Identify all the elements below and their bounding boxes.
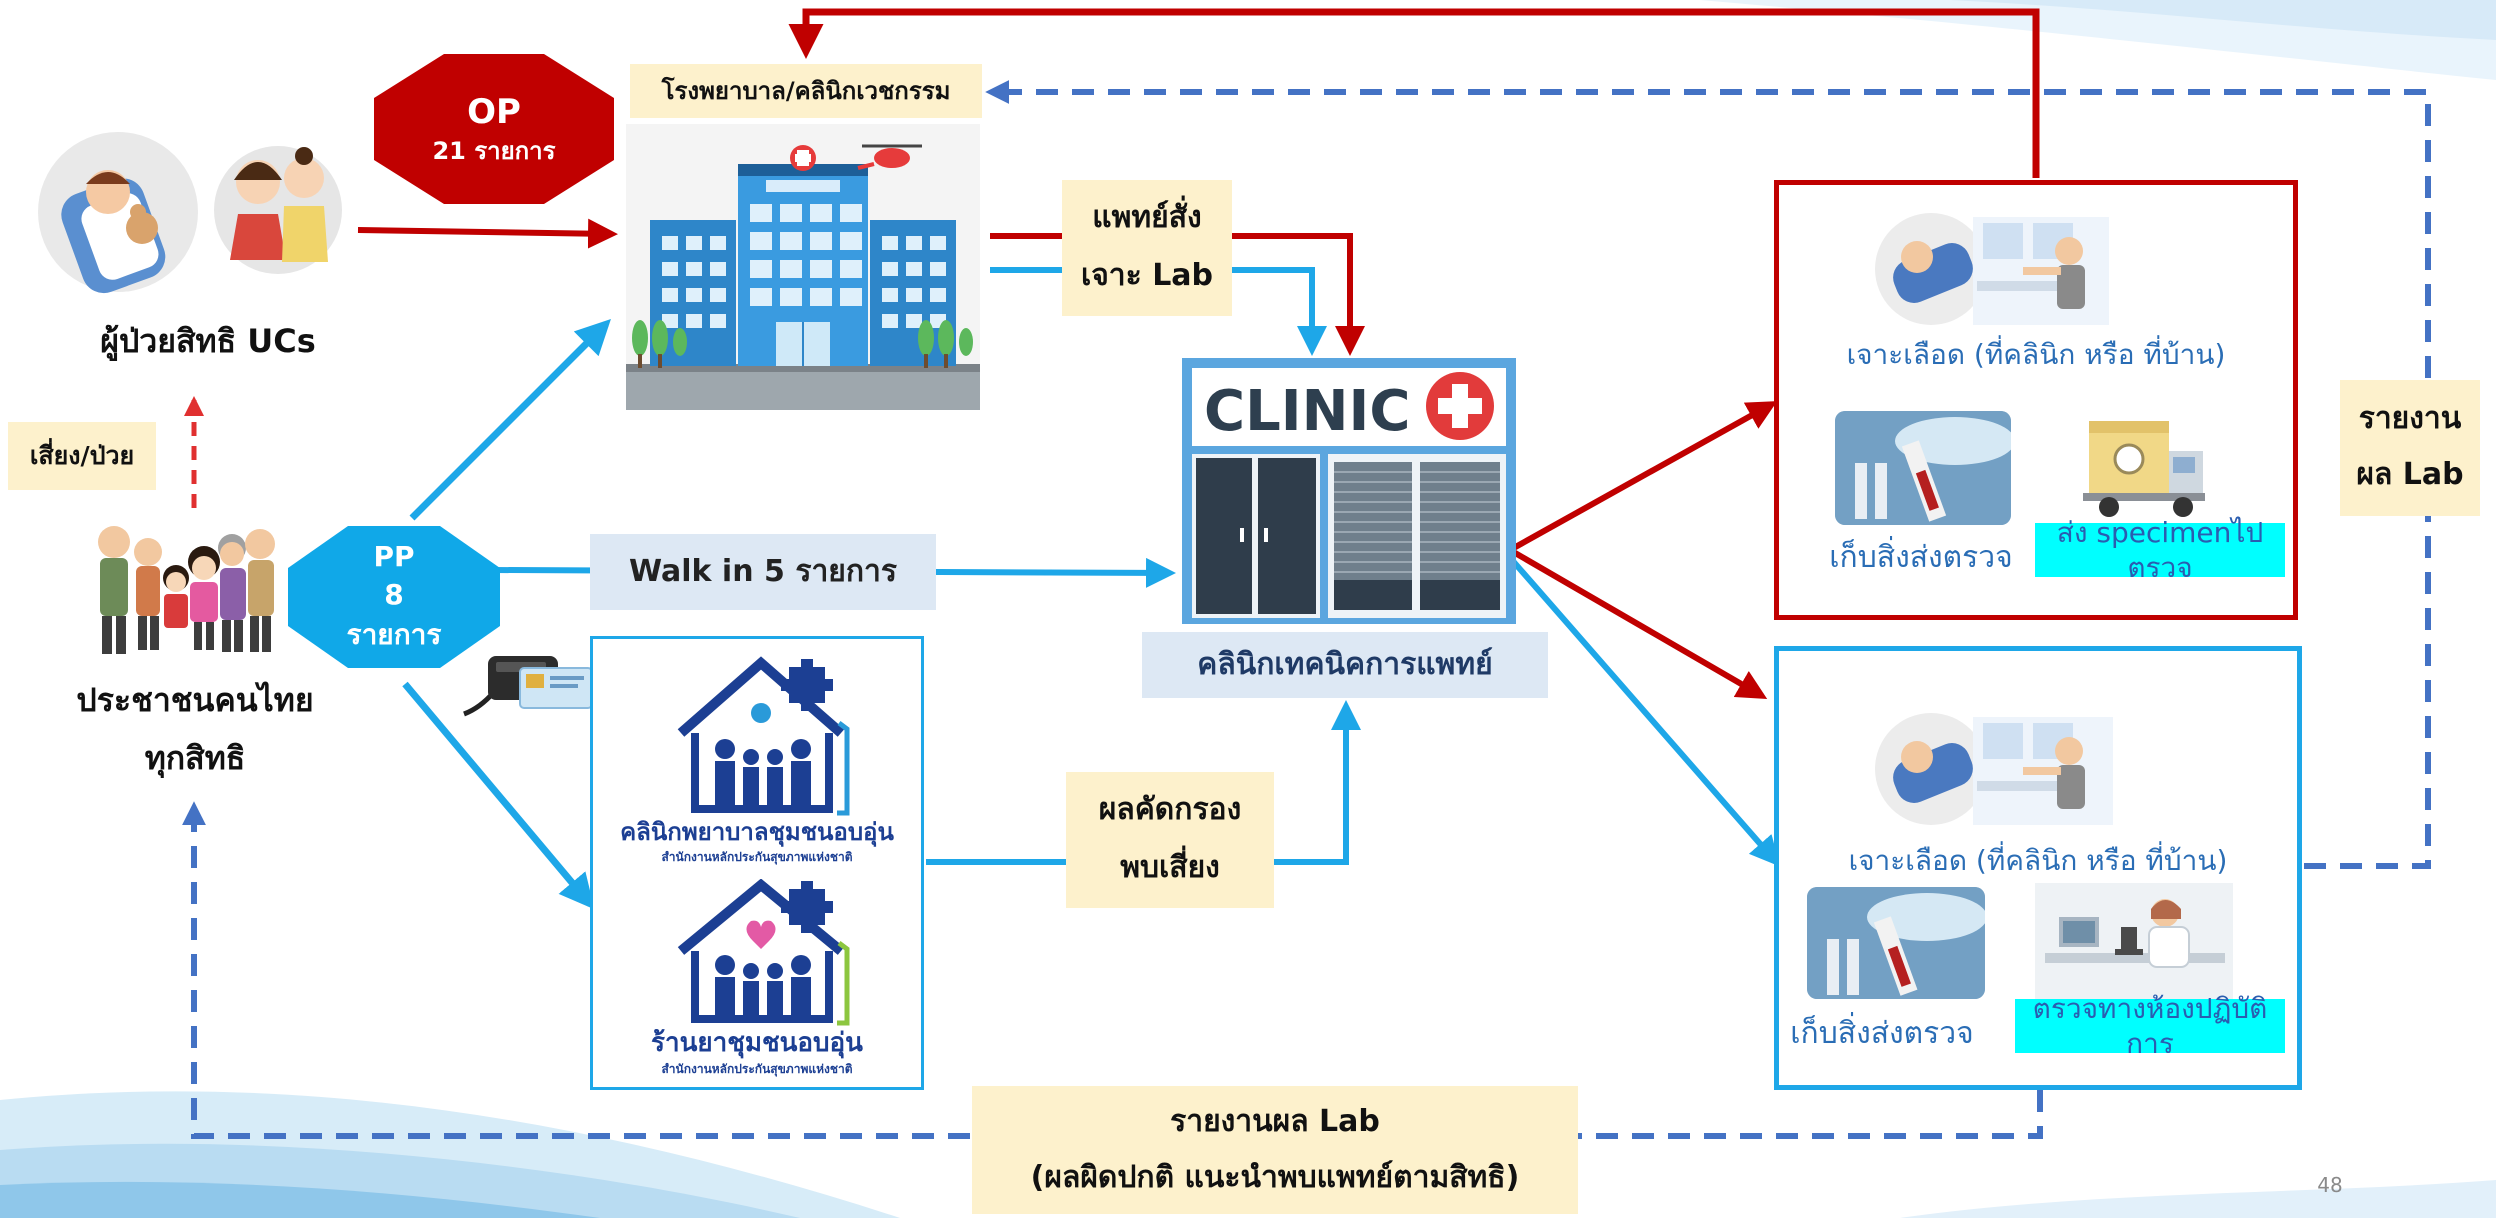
warm-clinic-org: สำนักงานหลักประกันสุขภาพแห่งชาติ: [661, 849, 853, 864]
report-bottom-line2: (ผลผิดปกติ แนะนำพบแพทย์ตามสิทธิ): [1030, 1160, 1520, 1196]
report-right-line2: ผล Lab: [2356, 457, 2464, 493]
thai-people-label-line1: ประชาชนคนไทย: [76, 681, 314, 719]
red-clinic-to-bluebox-arrow: [1508, 547, 1768, 700]
warm-pharmacy-org: สำนักงานหลักประกันสุขภาพแห่งชาติ: [661, 1061, 853, 1076]
report-bottom-line1: รายงานผล Lab: [1170, 1104, 1380, 1140]
clinic-building-icon: CLINIC: [1182, 358, 1516, 624]
warm-clinic-logo-icon: [671, 653, 851, 819]
lab-scientist-icon: [2035, 883, 2233, 1001]
warm-pharmacy-label: ร้านยาชุมชนอบอุ่น: [651, 1027, 863, 1058]
specimen-send-box: เจาะเลือด (ที่คลินิก หรือ ที่บ้าน): [1774, 180, 2298, 620]
cyan-pp-to-hospital-arrow: [409, 319, 611, 521]
family-icon: [92, 512, 278, 660]
pp-badge-subtitle: รายการ: [346, 617, 442, 651]
pp-badge-count: 8: [384, 577, 404, 611]
thai-people-label-line2: ทุกสิทธิ: [144, 739, 246, 777]
op-badge: OP 21 รายการ: [374, 54, 614, 204]
risk-label: เสี่ยง/ป่วย: [8, 422, 156, 490]
blood-draw-icon: [1873, 211, 2113, 329]
medtech-clinic-label: คลินิกเทคนิคการแพทย์: [1142, 632, 1548, 698]
red-box-draw-blood-label: เจาะเลือด (ที่คลินิก หรือ ที่บ้าน): [1846, 337, 2226, 371]
card-reader-icon: [460, 648, 596, 720]
op-badge-subtitle: 21 รายการ: [432, 137, 556, 165]
blue-box-collect-label: เก็บสิ่งส่งตรวจ: [1790, 1016, 1974, 1052]
blue-box-lab-label: ตรวจทางห้องปฏิบัติการ: [2015, 992, 2285, 1060]
report-bottom-box: รายงานผล Lab (ผลผิดปกติ แนะนำพบแพทย์ตามส…: [972, 1086, 1578, 1214]
doctor-order-line1: แพทย์สั่ง: [1092, 200, 1202, 236]
report-right-line1: รายงาน: [2358, 401, 2462, 437]
doctor-order-box: แพทย์สั่ง เจาะ Lab: [1062, 180, 1232, 316]
uc-patients-label: ผู้ป่วยสิทธิ UCs: [100, 322, 316, 360]
red-return-arrow: [788, 8, 2040, 178]
page-number: 48: [2317, 1172, 2343, 1197]
doctor-order-line2: เจาะ Lab: [1080, 258, 1214, 294]
test-tube-icon-2: [1807, 887, 1987, 999]
hospital-building-icon: [626, 124, 980, 410]
cyan-pp-to-warmclinic-arrow: [402, 681, 595, 910]
warm-clinic-label: คลินิกพยาบาลชุมชนอบอุ่น: [620, 818, 894, 846]
screening-result-box: ผลคัดกรอง พบเสี่ยง: [1066, 772, 1274, 908]
test-tube-icon: [1835, 411, 2015, 525]
walk-in-label: Walk in 5 รายการ: [590, 534, 936, 610]
lab-test-box: เจาะเลือด (ที่คลินิก หรือ ที่บ้าน): [1774, 646, 2302, 1090]
warm-pharmacy-logo-icon: [671, 878, 851, 1029]
blood-draw-icon-2: [1873, 711, 2117, 829]
children-icon: [212, 130, 344, 290]
clinic-sign-text: CLINIC: [1204, 379, 1410, 444]
red-clinic-to-redbox-arrow: [1508, 401, 1778, 553]
baby-patient-icon: [30, 130, 206, 294]
pp-badge-title: PP: [373, 539, 415, 573]
hospital-label: โรงพยาบาล/คลินิกเวชกรรม: [630, 64, 982, 118]
blue-box-draw-blood-label: เจาะเลือด (ที่คลินิก หรือ ที่บ้าน): [1848, 843, 2228, 877]
pp-badge: PP 8 รายการ: [288, 526, 500, 668]
cyan-clinic-to-bluebox-arrow: [1509, 558, 1780, 867]
red-box-send-label: ส่ง specimenไปตรวจ: [2035, 516, 2285, 584]
screening-result-line2: พบเสี่ยง: [1120, 850, 1220, 886]
red-patient-to-hospital-arrow: [357, 218, 618, 249]
report-right-box: รายงาน ผล Lab: [2340, 380, 2480, 516]
delivery-truck-icon: [2071, 407, 2211, 527]
warm-clinic-box: คลินิกพยาบาลชุมชนอบอุ่น สำนักงานหลักประก…: [590, 636, 924, 1090]
red-box-collect-label: เก็บสิ่งส่งตรวจ: [1829, 540, 2013, 576]
screening-result-line1: ผลคัดกรอง: [1098, 792, 1242, 828]
report-dashed-bottom: [182, 801, 2043, 1139]
op-badge-title: OP: [467, 91, 521, 132]
